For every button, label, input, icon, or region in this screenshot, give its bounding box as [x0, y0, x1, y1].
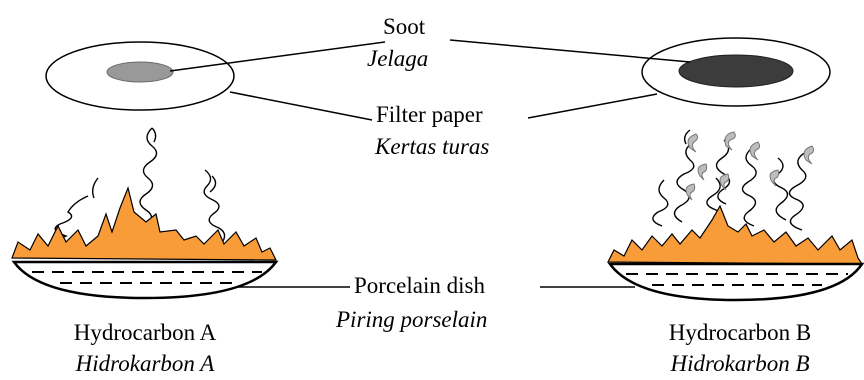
flame-a [11, 186, 277, 261]
label-soot: Soot [383, 14, 426, 39]
label-hydrocarbon-b: Hydrocarbon B [668, 320, 812, 345]
smoke-b-wisps [685, 131, 815, 201]
leader-filter-b [527, 93, 658, 119]
label-filter-paper: Filter paper [376, 102, 483, 127]
label-hydrocarbon-a: Hydrocarbon A [73, 320, 217, 345]
dish-b-liquid [626, 273, 848, 286]
label-hydrocarbon-a-translation: Hidrokarbon A [75, 351, 215, 376]
smoke-b [652, 129, 807, 231]
soot-spot-a [106, 61, 174, 83]
label-porcelain-dish: Porcelain dish [354, 273, 485, 298]
soot-spot-b [678, 54, 794, 88]
flame-b [607, 204, 864, 265]
leader-soot-a [169, 41, 386, 72]
dish-a-liquid [32, 271, 262, 284]
porcelain-dish-a [11, 260, 279, 300]
leader-soot-b [449, 39, 691, 63]
label-hydrocarbon-b-translation: Hidrokarbon B [670, 351, 810, 376]
porcelain-dish-b [607, 262, 864, 302]
label-porcelain-dish-translation: Piring porselain [336, 307, 488, 332]
leader-filter-a [229, 91, 373, 121]
label-filter-paper-translation: Kertas turas [375, 134, 490, 159]
label-soot-translation: Jelaga [367, 46, 429, 71]
